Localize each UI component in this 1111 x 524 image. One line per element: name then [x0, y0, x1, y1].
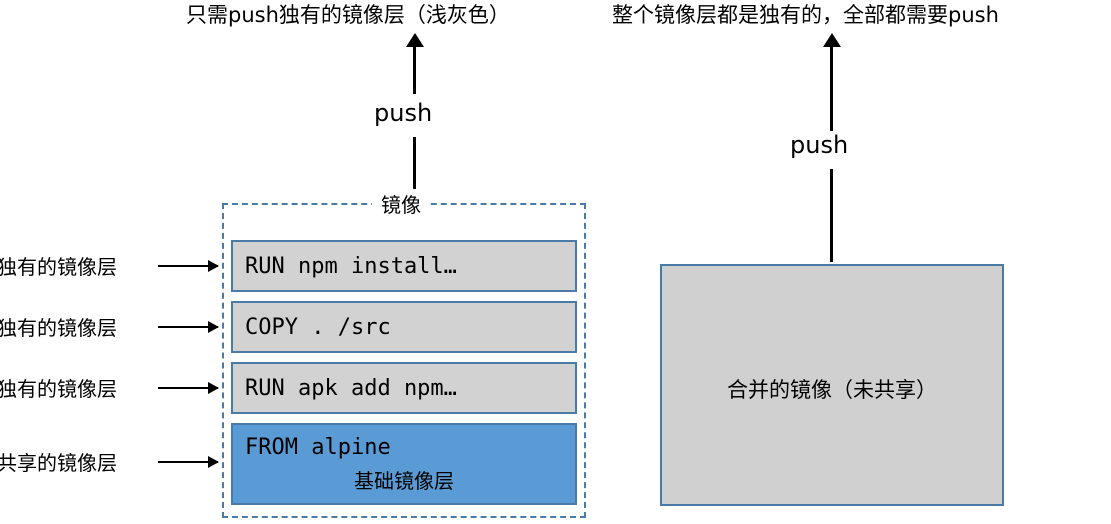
base-layer-note: 基础镜像层 — [354, 469, 454, 493]
image-layer-run-apk-add: RUN apk add npm… — [231, 362, 577, 414]
side-label-shared-layer: 共享的镜像层 — [0, 451, 117, 475]
side-label-unique-layer-3: 独有的镜像层 — [0, 377, 117, 401]
image-layer-run-apk-add-code: RUN apk add npm… — [245, 376, 457, 401]
side-arrow-unique-layer-3-icon — [158, 382, 219, 394]
side-label-unique-layer-1: 独有的镜像层 — [0, 255, 117, 279]
push-left-label: push — [370, 99, 437, 127]
push-right-label: push — [786, 131, 853, 159]
image-layer-from-alpine-code: FROM alpine — [245, 435, 391, 460]
push-left-arrow-shaft-upper — [413, 46, 416, 94]
image-layer-copy-src-code: COPY . /src — [245, 315, 391, 340]
push-right-arrow-shaft-lower — [830, 169, 833, 262]
caption-left-diagram: 只需push独有的镜像层（浅灰色） — [186, 3, 510, 27]
push-right-arrowhead-icon — [823, 33, 841, 47]
caption-right-diagram: 整个镜像层都是独有的，全部都需要push — [612, 3, 999, 27]
push-right-arrow-shaft-upper — [830, 46, 833, 131]
image-layer-copy-src: COPY . /src — [231, 301, 577, 353]
merged-image-box: 合并的镜像（未共享） — [660, 264, 1004, 506]
push-left-arrow-shaft-lower — [413, 137, 416, 189]
image-layer-run-npm-install: RUN npm install… — [231, 240, 577, 292]
side-arrow-unique-layer-2-icon — [158, 321, 219, 333]
image-container-label: 镜像 — [372, 193, 430, 217]
merged-image-label: 合并的镜像（未共享） — [727, 378, 937, 402]
side-arrow-shared-layer-icon — [158, 456, 219, 468]
image-layer-from-alpine: FROM alpine 基础镜像层 — [231, 423, 577, 505]
side-label-unique-layer-2: 独有的镜像层 — [0, 316, 117, 340]
push-left-arrowhead-icon — [406, 33, 424, 47]
image-layer-run-npm-install-code: RUN npm install… — [245, 254, 457, 279]
side-arrow-unique-layer-1-icon — [158, 260, 219, 272]
